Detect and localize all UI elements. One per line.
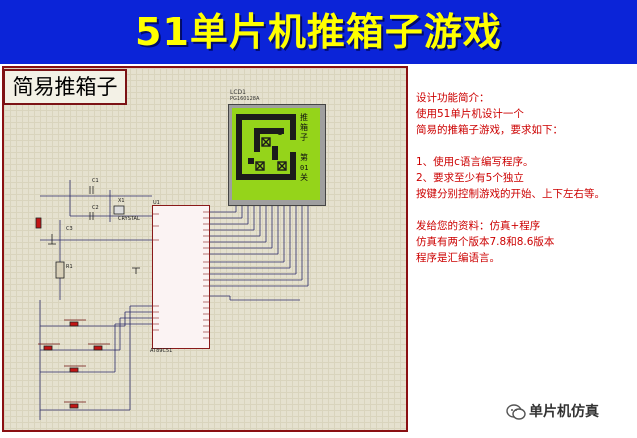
game-board: 推 箱 子 第 01 关 — [236, 112, 308, 182]
title-banner: 51单片机推箱子游戏 — [0, 0, 637, 64]
desc-gap — [416, 138, 634, 154]
desc-line-7: 按键分别控制游戏的开始、上下左右等。 — [416, 188, 605, 200]
lcd-text-6: 关 — [300, 172, 308, 182]
c3-label: C3 — [66, 226, 73, 232]
chip-pins — [153, 211, 209, 339]
desc-line-2: 使用51单片机设计一个 — [416, 108, 524, 120]
lcd-ref: LCD1 — [230, 89, 246, 96]
lcd-model: PG160128A — [230, 96, 260, 102]
wechat-icon — [506, 404, 526, 420]
schematic-label-text: 简易推箱子 — [12, 75, 118, 99]
lcd-screen: 推 箱 子 第 01 关 — [232, 108, 320, 200]
desc-line-1: 设计功能简介： — [416, 92, 490, 104]
desc-line-6: 2、要求至少有5个独立 — [416, 172, 524, 184]
lcd-text-1: 推 — [300, 112, 308, 122]
desc-line-11: 程序是汇编语言。 — [416, 252, 500, 264]
chip-ref: U1 — [153, 200, 160, 206]
banner-title: 51单片机推箱子游戏 — [135, 10, 502, 54]
description-panel: 设计功能简介： 使用51单片机设计一个 简易的推箱子游戏，要求如下： 1、使用c… — [416, 90, 634, 266]
desc-line-3: 简易的推箱子游戏，要求如下： — [416, 124, 563, 136]
x1-label: X1 — [118, 198, 125, 204]
lcd-text-5: 01 — [300, 164, 308, 172]
lcd-text-3: 子 — [300, 133, 308, 142]
schematic-label: 简易推箱子 — [3, 69, 127, 105]
mcu-chip[interactable] — [152, 205, 210, 349]
r1-label: R1 — [66, 264, 73, 270]
x1-sub-label: CRYSTAL — [118, 216, 140, 222]
lcd-text-4: 第 — [300, 152, 308, 162]
desc-line-10: 仿真有两个版本7.8和8.6版本 — [416, 236, 555, 248]
c1-label: C1 — [92, 178, 99, 184]
desc-line-9: 发给您的资料：仿真+程序 — [416, 220, 541, 232]
watermark: 单片机仿真 — [506, 400, 632, 424]
desc-line-5: 1、使用c语言编写程序。 — [416, 156, 534, 168]
chip-model: AT89C51 — [150, 348, 173, 354]
watermark-text: 单片机仿真 — [529, 404, 599, 420]
lcd-text-2: 箱 — [300, 122, 308, 132]
c2-label: C2 — [92, 205, 99, 211]
desc-gap — [416, 202, 634, 218]
